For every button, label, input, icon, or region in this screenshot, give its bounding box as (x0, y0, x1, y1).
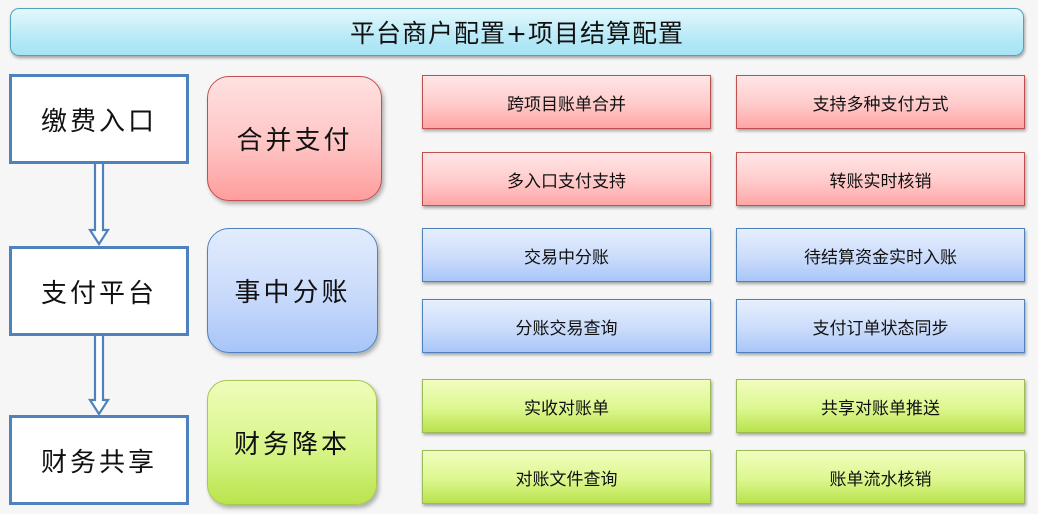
category-label: 合并支付 (236, 126, 353, 156)
feature-box: 账单流水核销 (736, 450, 1025, 504)
feature-box: 跨项目账单合并 (422, 75, 711, 129)
feature-box: 多入口支付支持 (422, 152, 711, 206)
category-split-settlement: 事中分账 (207, 228, 378, 353)
feature-label: 支付订单状态同步 (812, 318, 949, 339)
feature-label: 共享对账单推送 (821, 398, 940, 419)
category-merged-payment: 合并支付 (207, 76, 382, 201)
feature-box: 待结算资金实时入账 (736, 228, 1025, 282)
feature-label: 多入口支付支持 (507, 171, 626, 192)
stage-payment-platform: 支付平台 (9, 246, 189, 336)
feature-box: 转账实时核销 (736, 152, 1025, 206)
category-finance-cost-reduction: 财务降本 (207, 380, 377, 505)
feature-label: 账单流水核销 (829, 469, 932, 490)
feature-label: 支持多种支付方式 (812, 94, 949, 115)
feature-box: 对账文件查询 (422, 450, 711, 504)
feature-label: 跨项目账单合并 (507, 94, 626, 115)
diagram-title: 平台商户配置+项目结算配置 (10, 8, 1024, 56)
feature-label: 待结算资金实时入账 (804, 247, 957, 268)
feature-box: 分账交易查询 (422, 299, 711, 353)
diagram-title-text: 平台商户配置+项目结算配置 (350, 19, 684, 48)
arrow-down-icon (88, 164, 110, 246)
category-label: 财务降本 (233, 430, 350, 460)
stage-payment-entry: 缴费入口 (9, 74, 189, 164)
feature-label: 交易中分账 (524, 247, 609, 268)
feature-box: 实收对账单 (422, 379, 711, 433)
feature-label: 分账交易查询 (515, 318, 618, 339)
category-label: 事中分账 (234, 278, 351, 308)
feature-label: 实收对账单 (524, 398, 609, 419)
feature-box: 交易中分账 (422, 228, 711, 282)
stage-finance-sharing: 财务共享 (9, 415, 189, 505)
feature-label: 转账实时核销 (829, 171, 932, 192)
stage-label: 缴费入口 (40, 106, 157, 137)
feature-box: 共享对账单推送 (736, 379, 1025, 433)
stage-label: 支付平台 (40, 278, 157, 309)
feature-box: 支持多种支付方式 (736, 75, 1025, 129)
stage-label: 财务共享 (40, 447, 157, 478)
arrow-down-icon (88, 336, 110, 416)
feature-label: 对账文件查询 (515, 469, 618, 490)
feature-box: 支付订单状态同步 (736, 299, 1025, 353)
